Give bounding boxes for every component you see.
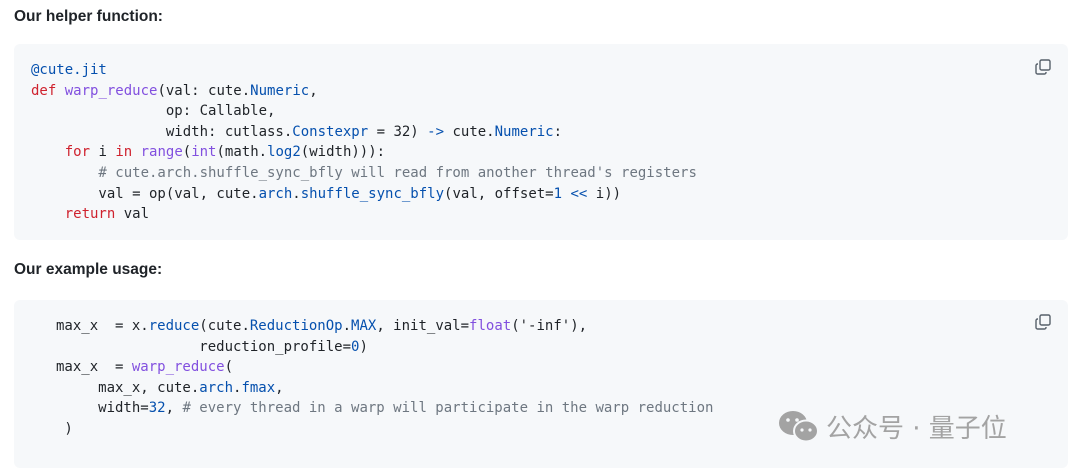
code-token: width: cutlass. [31,123,293,140]
code-token: = 32) [368,123,428,140]
code-token: val = op(val, cute. [31,185,259,202]
code-line: # cute.arch.shuffle_sync_bfly will read … [31,163,697,184]
code-token [31,144,65,160]
code-token: shuffle_sync_bfly [300,185,445,202]
code-token: max_x = x. [56,318,149,334]
code-token: , init_val= [376,318,470,334]
code-token: ( [224,359,234,376]
code-token: i [90,144,116,161]
code-line: reduction_profile=0) [56,337,713,358]
code-token [132,144,140,160]
code-line: max_x, cute.arch.fmax, [56,378,713,399]
code-token: 1 [553,185,563,202]
code-token: cute. [444,123,495,140]
code-token: op: Callable, [31,103,276,120]
code-line: val = op(val, cute.arch.shuffle_sync_bfl… [31,184,697,205]
code-token: : [553,123,563,140]
code-line: width=32, # every thread in a warp will … [56,398,713,419]
code-token: (val: cute. [157,82,251,99]
wechat-icon [779,410,819,442]
code-line: op: Callable, [31,101,697,122]
code-line: return val [31,204,697,225]
code-token: max_x, cute. [56,379,200,396]
code-token: reduce [148,318,200,334]
code-token: << [570,185,588,202]
code-token: i)) [587,185,622,202]
code-line: for i in range(int(math.log2(width))): [31,142,697,163]
code-token: , [165,400,183,417]
code-token: Numeric [494,123,554,140]
code-token: 0 [351,338,360,355]
code-token: @cute.jit [31,62,107,78]
code-line: ) [56,419,713,440]
copy-icon[interactable] [1033,57,1053,77]
code-token: # cute.arch.shuffle_sync_bfly will read … [31,164,697,181]
code-line: width: cutlass.Constexpr = 32) -> cute.N… [31,122,697,143]
code-token: warp_reduce [64,82,158,99]
code-line: def warp_reduce(val: cute.Numeric, [31,81,697,102]
code-token: width= [56,400,149,417]
code-token: Constexpr [292,123,369,140]
code-token: # every thread in a warp will participat… [182,400,714,417]
code-token: , [275,379,284,396]
code-token: float [469,318,512,334]
copy-icon[interactable] [1033,312,1053,332]
code-token: ( [182,144,192,161]
code-token: , [309,82,318,99]
code-token: ReductionOp [249,318,343,334]
code-token: range [140,144,183,161]
code-token: return [64,206,116,223]
code-token: (width))): [300,144,386,161]
code-token: (val, offset= [444,185,554,202]
code-token: Numeric [250,82,310,99]
code-token: 32 [148,400,166,417]
code-token: ) [359,338,368,355]
code-token: arch [199,379,234,396]
code-token: val [115,206,150,223]
helper-heading: Our helper function: [14,8,163,25]
usage-code-block: max_x = x.reduce(cute.ReductionOp.MAX, i… [14,300,1068,468]
code-token: def [31,82,57,99]
code-token: max_x = [56,359,132,376]
code-token [31,206,65,222]
code-token: warp_reduce [131,359,225,376]
code-token: . [233,379,242,396]
code-token: MAX [351,318,377,334]
watermark: 公众号 · 量子位 [778,408,1007,445]
watermark-text: 公众号 · 量子位 [826,414,1007,444]
code-token: int [191,144,217,161]
usage-code: max_x = x.reduce(cute.ReductionOp.MAX, i… [56,316,713,440]
code-line: max_x = warp_reduce( [56,357,713,378]
code-token: (math. [216,144,268,161]
code-token: log2 [267,144,301,161]
code-token: in [115,144,133,161]
code-token [56,83,64,99]
code-token: ) [56,420,73,437]
usage-heading: Our example usage: [14,261,163,278]
code-token: (cute. [199,318,250,334]
code-token: for [64,144,91,161]
code-line: max_x = x.reduce(cute.ReductionOp.MAX, i… [56,316,713,337]
code-line: @cute.jit [31,60,697,81]
code-token: -> [427,123,445,140]
code-token: arch [258,185,293,202]
code-token: . [342,318,352,334]
code-token: ('-inf'), [511,318,588,334]
code-token: fmax [241,379,276,396]
code-token: reduction_profile= [56,338,352,355]
code-token: . [292,185,301,202]
